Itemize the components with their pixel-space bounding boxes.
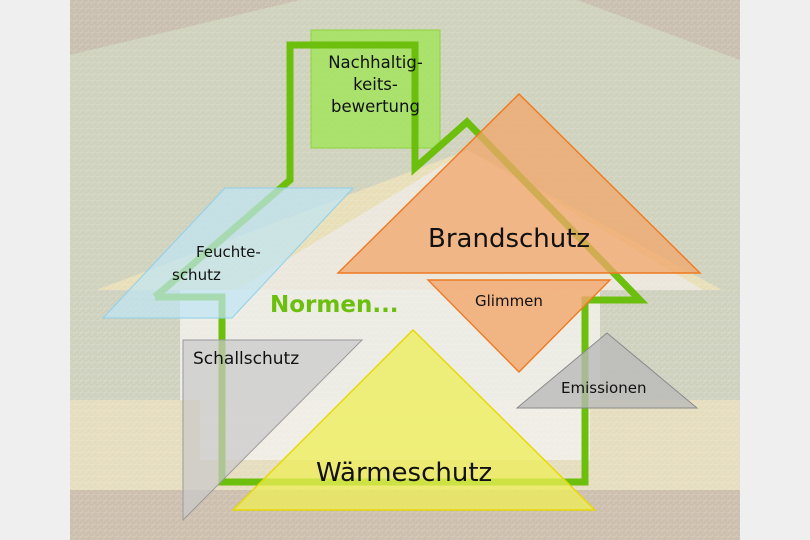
glimmen-triangle	[426, 279, 612, 373]
brandschutz-label: Brandschutz	[428, 224, 591, 254]
nachhaltigkeit-label: Nachhaltig- keits- bewertung	[311, 52, 440, 118]
insulation-standards-diagram	[70, 0, 740, 540]
feuchteschutz-line-1: Feuchte-	[196, 243, 261, 261]
nachhaltigkeit-line-2: keits-	[353, 75, 398, 94]
glimmen-label: Glimmen	[475, 292, 543, 310]
waermeschutz-triangle	[231, 329, 597, 511]
schallschutz-label: Schallschutz	[193, 349, 300, 369]
feuchteschutz-label: Feuchte- schutz	[172, 241, 261, 287]
diagram-graphics	[70, 0, 740, 540]
emissionen-triangle	[515, 332, 699, 409]
schallschutz-triangle	[182, 339, 364, 522]
nachhaltigkeit-line-1: Nachhaltig-	[328, 53, 423, 72]
emissionen-label: Emissionen	[561, 379, 647, 397]
normen-center-label: Normen...	[270, 292, 399, 318]
nachhaltigkeit-line-3: bewertung	[331, 97, 420, 116]
feuchteschutz-parallelogram	[101, 187, 355, 319]
brandschutz-triangle	[336, 93, 702, 274]
feuchteschutz-line-2: schutz	[172, 266, 221, 284]
waermeschutz-label: Wärmeschutz	[316, 458, 493, 488]
